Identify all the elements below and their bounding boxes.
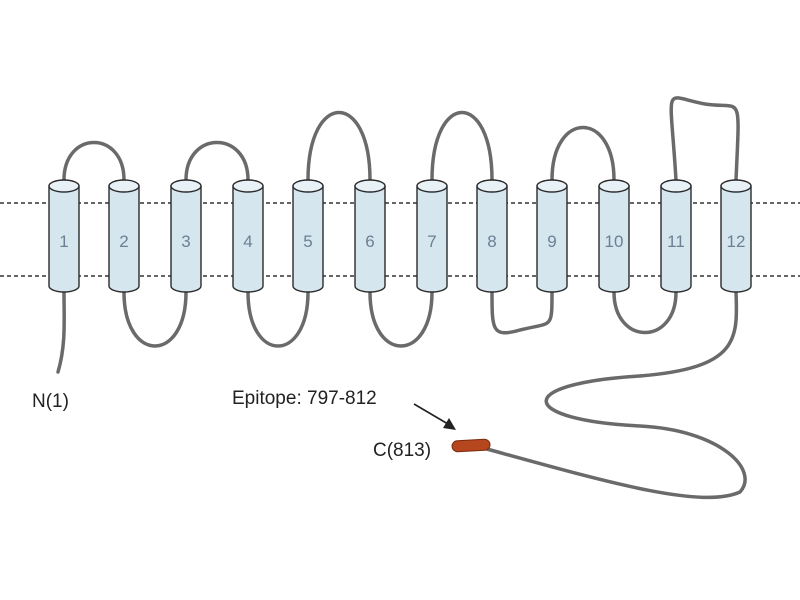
loop-8-9 bbox=[490, 290, 554, 335]
helix-2-label: 2 bbox=[119, 232, 128, 251]
helix-10: 10 bbox=[598, 179, 630, 293]
helix-4: 4 bbox=[232, 179, 264, 293]
helix-10-label: 10 bbox=[605, 232, 624, 251]
helix-1-cap bbox=[48, 179, 80, 193]
loop-6-7 bbox=[368, 290, 434, 348]
helix-8-body bbox=[476, 185, 508, 293]
helix-1-label: 1 bbox=[59, 232, 68, 251]
helix-9: 9 bbox=[536, 179, 568, 293]
helix-6: 6 bbox=[354, 179, 386, 293]
helix-10-body bbox=[598, 185, 630, 293]
epitope-marker bbox=[451, 438, 491, 453]
helix-12: 12 bbox=[720, 179, 752, 293]
loop-2-3 bbox=[122, 290, 188, 348]
helix-5-label: 5 bbox=[303, 232, 312, 251]
loop-3-4 bbox=[184, 140, 250, 182]
helix-5-body bbox=[292, 185, 324, 293]
helix-12-body bbox=[720, 185, 752, 293]
helix-11: 11 bbox=[660, 179, 692, 293]
helix-9-cap bbox=[536, 179, 568, 193]
helix-3-body bbox=[170, 185, 202, 293]
c-terminus-label: C(813) bbox=[373, 440, 431, 461]
helix-5-cap bbox=[292, 179, 324, 193]
helix-7-cap bbox=[416, 179, 448, 193]
helix-9-body bbox=[536, 185, 568, 293]
loop-11-12 bbox=[669, 96, 740, 182]
helix-2-body bbox=[108, 185, 140, 293]
loop-1-2 bbox=[62, 140, 126, 182]
n-terminal-tail bbox=[56, 290, 66, 374]
helix-9-label: 9 bbox=[547, 232, 556, 251]
helix-11-cap bbox=[660, 179, 692, 193]
n-terminus-label: N(1) bbox=[32, 391, 69, 412]
helix-4-body bbox=[232, 185, 264, 293]
helix-6-cap bbox=[354, 179, 386, 193]
helix-1: 1 bbox=[48, 179, 80, 293]
loop-4-5 bbox=[246, 290, 310, 348]
helix-11-body bbox=[660, 185, 692, 293]
helix-6-label: 6 bbox=[365, 232, 374, 251]
helix-11-label: 11 bbox=[667, 232, 685, 251]
helix-4-label: 4 bbox=[243, 232, 252, 251]
helix-8-cap bbox=[476, 179, 508, 193]
helix-3: 3 bbox=[170, 179, 202, 293]
loop-5-6 bbox=[306, 110, 372, 182]
helix-3-label: 3 bbox=[181, 232, 190, 251]
helix-12-label: 12 bbox=[727, 232, 746, 251]
epitope-arrow bbox=[413, 403, 456, 430]
helix-6-body bbox=[354, 185, 386, 293]
helix-8: 8 bbox=[476, 179, 508, 293]
helix-5: 5 bbox=[292, 179, 324, 293]
helix-7-body bbox=[416, 185, 448, 293]
helix-1-body bbox=[48, 185, 80, 293]
loop-7-8 bbox=[430, 110, 494, 182]
loop-10-11 bbox=[612, 290, 678, 335]
helix-3-cap bbox=[170, 179, 202, 193]
c-terminal-tail bbox=[474, 290, 747, 500]
helix-8-label: 8 bbox=[487, 232, 496, 251]
helix-4-cap bbox=[232, 179, 264, 193]
helix-7: 7 bbox=[416, 179, 448, 293]
helix-2-cap bbox=[108, 179, 140, 193]
loops bbox=[56, 96, 747, 500]
helix-12-cap bbox=[720, 179, 752, 193]
helix-10-cap bbox=[598, 179, 630, 193]
helix-2: 2 bbox=[108, 179, 140, 293]
helix-7-label: 7 bbox=[427, 232, 436, 251]
loop-9-10 bbox=[550, 125, 616, 182]
epitope-label: Epitope: 797-812 bbox=[232, 388, 377, 409]
